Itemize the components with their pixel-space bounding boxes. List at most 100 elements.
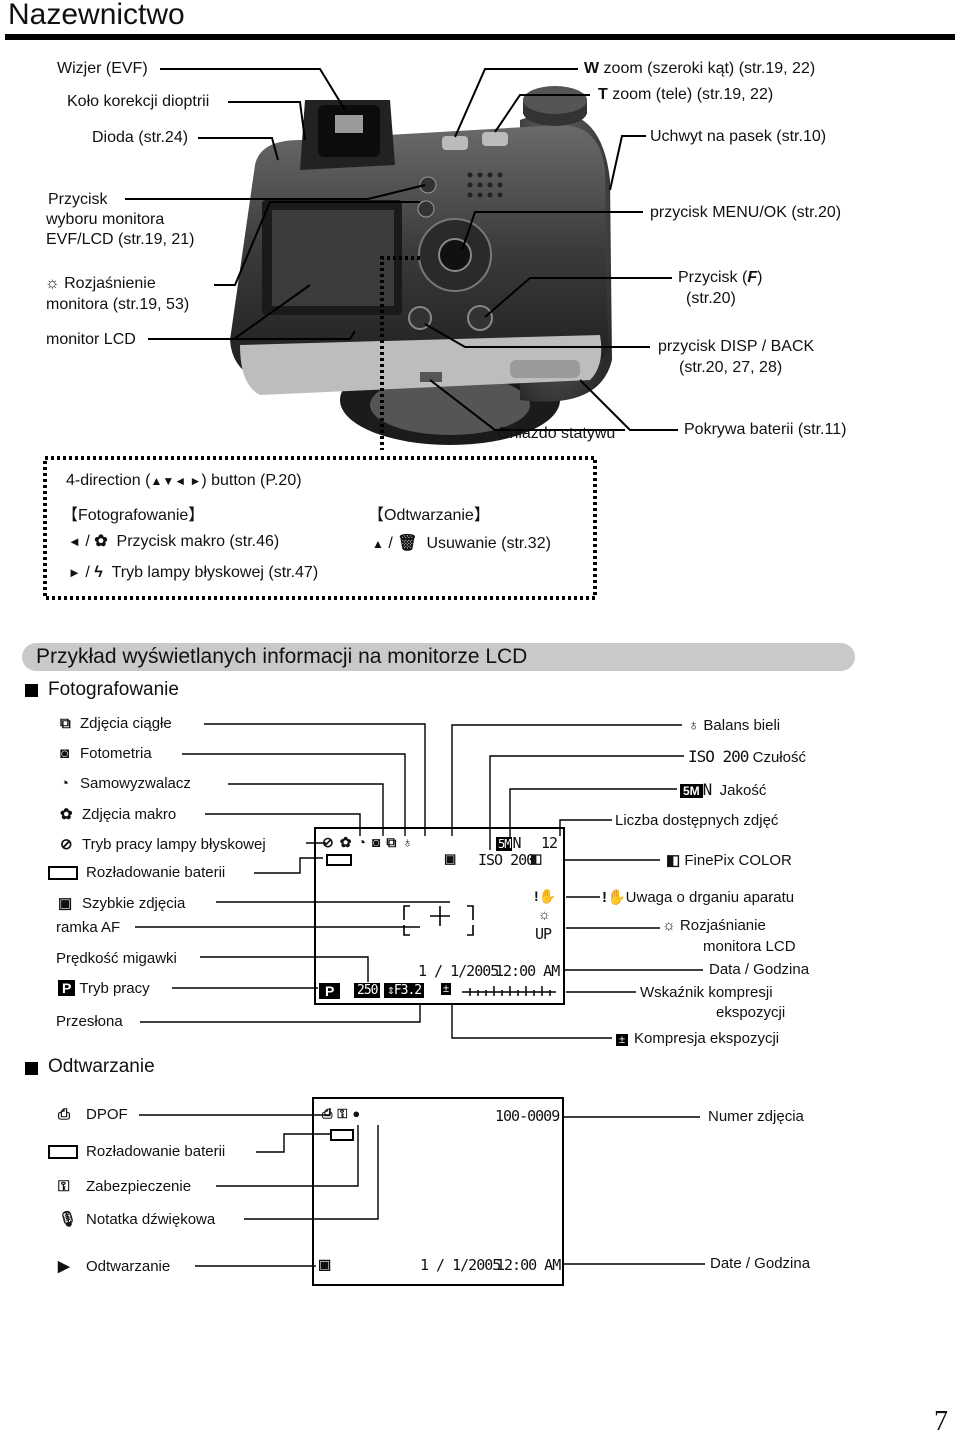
shooting-section-title: Fotografowanie bbox=[48, 679, 179, 700]
lcd-shots: 12 bbox=[541, 834, 558, 852]
macro-label: ✿Zdjęcia makro bbox=[60, 806, 177, 823]
brighten-icon: ☼ bbox=[662, 917, 676, 934]
pb-battery-label: Rozładowanie baterii bbox=[48, 1143, 225, 1160]
callout-battery-cover: Pokrywa baterii (str.11) bbox=[684, 421, 847, 438]
lcd-mode: P bbox=[319, 983, 341, 999]
callout-brighten-2: monitora (str.19, 53) bbox=[46, 296, 190, 313]
lcd-exposure-comp-icon: ± bbox=[441, 983, 452, 995]
f-icon: F bbox=[747, 269, 758, 286]
callout-diopter: Koło korekcji dioptrii bbox=[67, 93, 210, 110]
wb-label: ♁ Balans bieli bbox=[688, 717, 781, 734]
lcd-wb-icon: ♁ bbox=[402, 834, 419, 850]
pb-play-icon: ▣ bbox=[318, 1256, 332, 1272]
voice-memo-label: 🎙Notatka dźwiękowa bbox=[58, 1211, 216, 1228]
lcd-updown-icon: ⇕ bbox=[387, 983, 395, 998]
shutter-speed-label: Prędkość migawki bbox=[56, 950, 177, 967]
finepix-color-icon: ◧ bbox=[666, 852, 681, 869]
callout-t-zoom: T zoom (tele) (str.19, 22) bbox=[598, 86, 774, 103]
lcd-color-icon: ◧ bbox=[530, 851, 543, 866]
lcd-battery-icon bbox=[326, 854, 352, 866]
quick-shot-icon: ▣ bbox=[58, 895, 73, 912]
section-bullet-icon bbox=[25, 684, 38, 697]
callout-tripod: Gniazdo statywu bbox=[497, 425, 616, 442]
brightness-icon: ☼ bbox=[45, 275, 60, 292]
flash-row: ► / ϟ Tryb lampy błyskowej (str.47) bbox=[68, 564, 319, 581]
lcd-aperture: ⇕F3.2 bbox=[384, 983, 425, 998]
battery-low-label: Rozładowanie baterii bbox=[48, 864, 225, 881]
quality-icon: 5M bbox=[680, 784, 703, 798]
brighten-lcd-label-2: monitora LCD bbox=[703, 938, 796, 955]
callout-evf: Wizjer (EVF) bbox=[57, 60, 148, 77]
p-mode-icon: P bbox=[58, 980, 76, 996]
callout-w-zoom: W zoom (szeroki kąt) (str.19, 22) bbox=[584, 60, 816, 77]
lcd-macro-icon: ✿ bbox=[339, 834, 358, 850]
lcd-time: 12:00 AM bbox=[495, 962, 560, 980]
shooting-header: 【Fotografowanie】 bbox=[62, 507, 205, 524]
callout-disp-2: (str.20, 27, 28) bbox=[679, 359, 783, 376]
pb-key-icon: ⚿ bbox=[337, 1106, 353, 1121]
flash-bolt-icon: ϟ bbox=[94, 564, 103, 581]
page-title: Nazewnictwo bbox=[8, 0, 185, 31]
metering-icon: ◙ bbox=[60, 745, 70, 762]
delete-row: ▲ / 🗑 Usuwanie (str.32) bbox=[372, 535, 551, 552]
self-timer-icon: ◔ bbox=[60, 775, 70, 792]
playback-mode-label: ▶Odtwarzanie bbox=[58, 1258, 171, 1275]
playback-section-title: Odtwarzanie bbox=[48, 1056, 155, 1077]
playback-header: 【Odtwarzanie】 bbox=[368, 507, 490, 524]
brighten-lcd-label: ☼ Rozjaśnianie bbox=[662, 917, 766, 934]
af-frame-label: ramka AF bbox=[56, 919, 121, 936]
example-title: Przykład wyświetlanych informacji na mon… bbox=[36, 645, 528, 668]
lcd-shutter: 250 bbox=[354, 983, 381, 998]
example-title-bar bbox=[22, 643, 855, 671]
frame-no-label: Numer zdjęcia bbox=[708, 1108, 804, 1125]
page-number: 7 bbox=[934, 1406, 948, 1437]
lcd-shake-icon: !✋ bbox=[534, 888, 557, 904]
up-arrow-icon: ▲ bbox=[372, 537, 384, 551]
dpof-label: ⎙DPOF bbox=[58, 1106, 128, 1123]
flash-off-icon: ⊘ bbox=[60, 836, 73, 853]
shots-label: Liczba dostępnych zdjęć bbox=[615, 812, 779, 829]
macro-row: ◄ / ✿ Przycisk makro (str.46) bbox=[68, 533, 280, 550]
lcd-flash-off-icon: ⊘ bbox=[322, 834, 340, 850]
pb-mic-icon: ● bbox=[352, 1106, 366, 1121]
title-rule bbox=[5, 34, 955, 40]
lcd-timer-icon: ◔ bbox=[357, 834, 372, 850]
macro-tulip-icon: ✿ bbox=[94, 533, 108, 550]
self-timer-label: ◔Samowyzwalacz bbox=[60, 775, 191, 792]
wb-icon: ♁ bbox=[688, 717, 700, 734]
pb-time: 12:00 AM bbox=[496, 1256, 561, 1274]
color-label: ◧ FinePix COLOR bbox=[666, 852, 792, 869]
pb-frame-no: 100-0009 bbox=[495, 1107, 560, 1125]
callout-lcd: monitor LCD bbox=[46, 331, 136, 348]
lcd-brighten-icon: ☼ bbox=[538, 906, 551, 922]
key-icon: ⚿ bbox=[58, 1178, 70, 1195]
continuous-shot-label: ⧉Zdjęcia ciągłe bbox=[60, 715, 172, 732]
shake-label: !✋Uwaga o drganiu aparatu bbox=[602, 889, 795, 906]
lcd-quick-icon: ▣ bbox=[444, 851, 457, 866]
left-arrow-icon: ◄ bbox=[68, 534, 81, 549]
playback-icon: ▶ bbox=[58, 1258, 70, 1275]
callout-menu-ok: przycisk MENU/OK (str.20) bbox=[650, 204, 842, 221]
callout-brighten-1: ☼ Rozjaśnienie bbox=[45, 275, 156, 292]
protect-label: ⚿Zabezpieczenie bbox=[58, 1178, 192, 1195]
lcd-top-icons: ⊘✿◔◙⧉♁ bbox=[322, 834, 419, 851]
lcd-up: UP bbox=[535, 925, 552, 943]
printer-icon: ⎙ bbox=[58, 1106, 71, 1123]
callout-monitor-btn-3: EVF/LCD (str.19, 21) bbox=[46, 231, 195, 248]
section-bullet-icon bbox=[25, 1062, 38, 1075]
direction-box-title: 4-direction (▲▼◄ ►) button (P.20) bbox=[66, 472, 302, 489]
iso-label: ISO 200 Czułość bbox=[688, 747, 806, 766]
right-arrow-icon: ► bbox=[68, 565, 81, 580]
pb-date: 1 / 1/2005 bbox=[420, 1256, 501, 1274]
aperture-label: Przesłona bbox=[56, 1013, 123, 1030]
continuous-shot-icon: ⧉ bbox=[60, 715, 71, 732]
battery-icon bbox=[48, 1145, 78, 1160]
callout-disp-1: przycisk DISP / BACK bbox=[658, 338, 815, 355]
callout-strap: Uchwyt na pasek (str.10) bbox=[650, 128, 827, 145]
callout-f-button-page: (str.20) bbox=[686, 290, 736, 307]
trash-icon: 🗑 bbox=[397, 535, 418, 552]
callout-monitor-btn-2: wyboru monitora bbox=[46, 211, 165, 228]
shake-warning-icon: !✋ bbox=[602, 889, 626, 906]
